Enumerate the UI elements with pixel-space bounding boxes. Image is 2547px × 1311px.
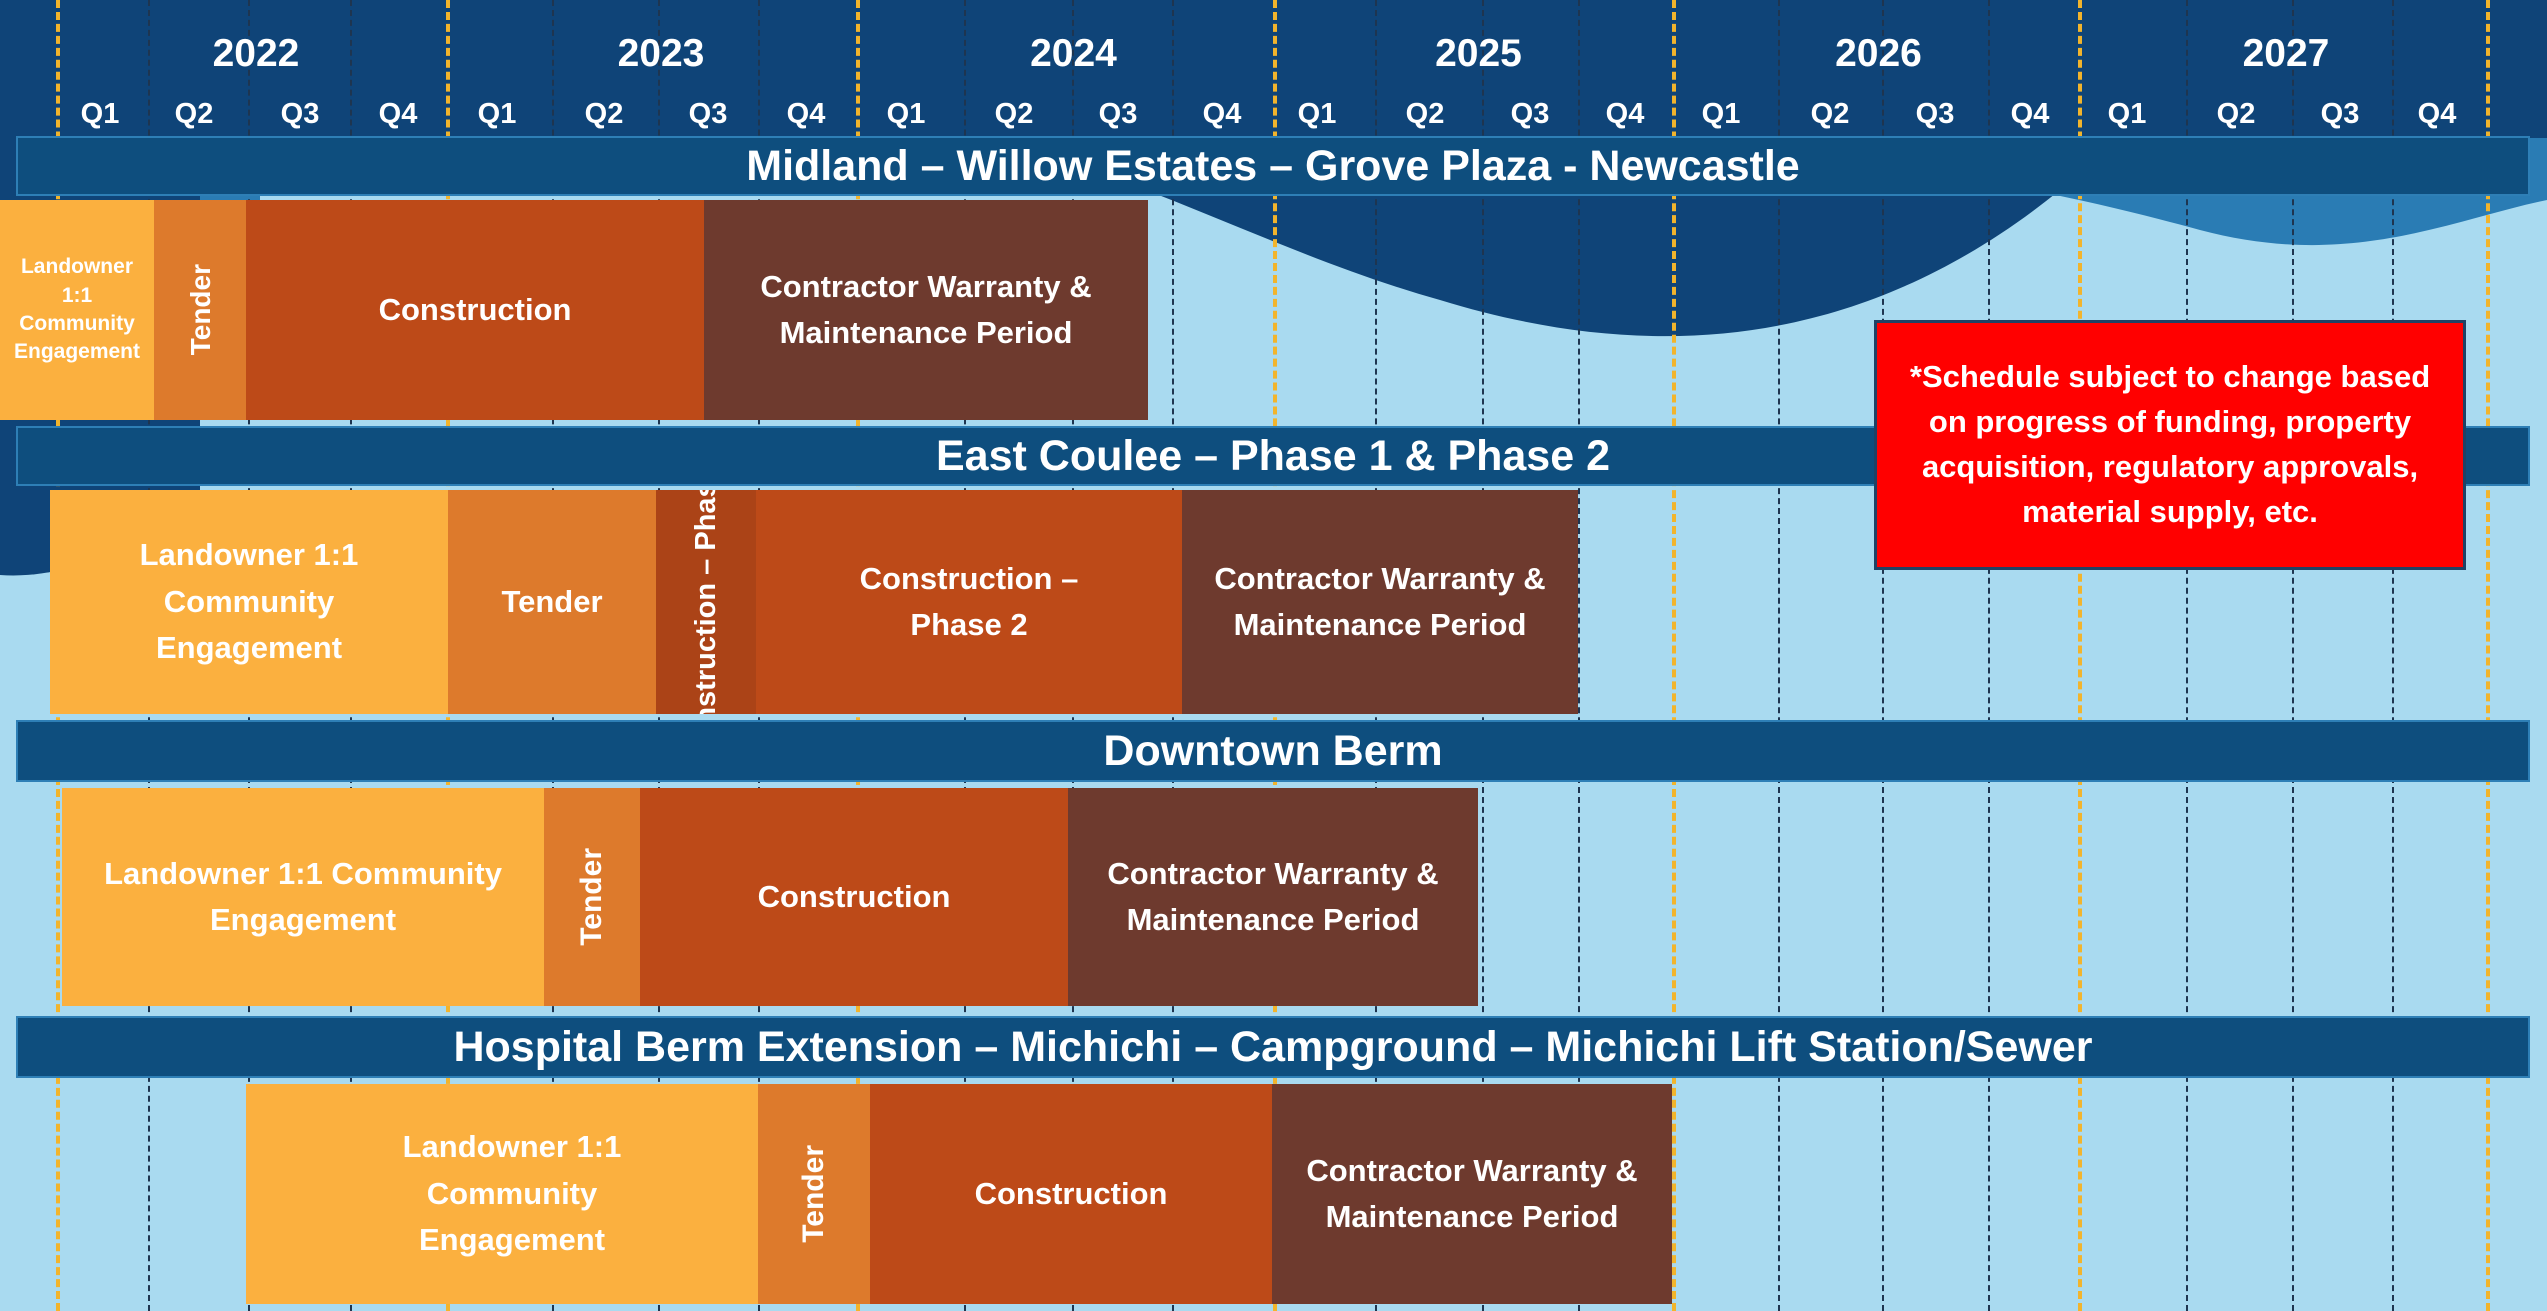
quarter-gridline: [1882, 0, 1884, 1311]
task-construction-phase-2: Construction – Phase 2: [756, 490, 1182, 714]
task-tender: Tender: [544, 788, 640, 1006]
task-engagement: Landowner 1:1 Community Engagement: [0, 200, 154, 420]
task-construction-phase-1: Construction – Phase 1: [656, 490, 756, 714]
quarter-label: Q4: [2417, 98, 2457, 130]
quarter-label: Q2: [2216, 98, 2256, 130]
year-label-2026: 2026: [1835, 32, 1922, 75]
quarter-label: Q2: [584, 98, 624, 130]
quarter-gridline: [2292, 0, 2294, 1311]
year-label-2023: 2023: [617, 32, 705, 75]
year-label-2025: 2025: [1435, 32, 1522, 75]
quarter-label: Q3: [1915, 98, 1955, 130]
task-warranty: Contractor Warranty & Maintenance Period: [704, 200, 1148, 420]
year-divider: [1672, 0, 1676, 1311]
quarter-label: Q1: [477, 98, 517, 130]
quarter-label: Q1: [886, 98, 926, 130]
quarter-label: Q3: [1510, 98, 1550, 130]
year-label-2024: 2024: [1030, 32, 1117, 75]
quarter-label: Q2: [1405, 98, 1445, 130]
quarter-label: Q3: [2320, 98, 2360, 130]
task-label: Tender: [797, 1145, 831, 1243]
quarter-label: Q3: [1098, 98, 1138, 130]
quarter-label: Q1: [80, 98, 120, 130]
year-label-2022: 2022: [212, 32, 300, 75]
quarter-label: Q1: [2107, 98, 2147, 130]
task-warranty: Contractor Warranty & Maintenance Period: [1182, 490, 1578, 714]
quarter-label: Q3: [688, 98, 728, 130]
quarter-label: Q2: [994, 98, 1034, 130]
task-engagement: Landowner 1:1 Community Engagement: [50, 490, 448, 714]
quarter-label: Q1: [1297, 98, 1337, 130]
task-engagement: Landowner 1:1 Community Engagement: [62, 788, 544, 1006]
quarter-label: Q1: [1701, 98, 1741, 130]
task-label: Tender: [575, 848, 609, 946]
task-tender: Tender: [154, 200, 246, 420]
quarter-label: Q4: [2010, 98, 2050, 130]
task-construction: Construction: [870, 1084, 1272, 1304]
quarter-gridline: [2392, 0, 2394, 1311]
task-construction: Construction: [246, 200, 704, 420]
quarter-label: Q4: [378, 98, 418, 130]
schedule-disclaimer-note: *Schedule subject to change based on pro…: [1874, 320, 2466, 570]
quarter-gridline: [1578, 0, 1580, 1311]
year-divider: [2078, 0, 2082, 1311]
quarter-gridline: [1778, 0, 1780, 1311]
year-label-2027: 2027: [2242, 32, 2330, 75]
quarter-label: Q4: [1605, 98, 1645, 130]
task-label: Construction – Phase 1: [689, 490, 722, 714]
quarter-label: Q4: [1202, 98, 1242, 130]
quarter-label: Q4: [786, 98, 826, 130]
task-label: Tender: [184, 264, 216, 356]
project-title-downtown-berm: Downtown Berm: [16, 720, 2530, 782]
quarter-gridline: [1988, 0, 1990, 1311]
quarter-label: Q3: [280, 98, 320, 130]
year-divider: [2486, 0, 2490, 1311]
task-tender: Tender: [448, 490, 656, 714]
project-title-hospital-berm: Hospital Berm Extension – Michichi – Cam…: [16, 1016, 2530, 1078]
task-tender: Tender: [758, 1084, 870, 1304]
task-warranty: Contractor Warranty & Maintenance Period: [1272, 1084, 1672, 1304]
project-title-midland: Midland – Willow Estates – Grove Plaza -…: [16, 136, 2530, 196]
task-warranty: Contractor Warranty & Maintenance Period: [1068, 788, 1478, 1006]
task-construction: Construction: [640, 788, 1068, 1006]
quarter-gridline: [2186, 0, 2188, 1311]
task-engagement: Landowner 1:1 Community Engagement: [246, 1084, 758, 1304]
quarter-label: Q2: [1810, 98, 1850, 130]
quarter-label: Q2: [174, 98, 214, 130]
